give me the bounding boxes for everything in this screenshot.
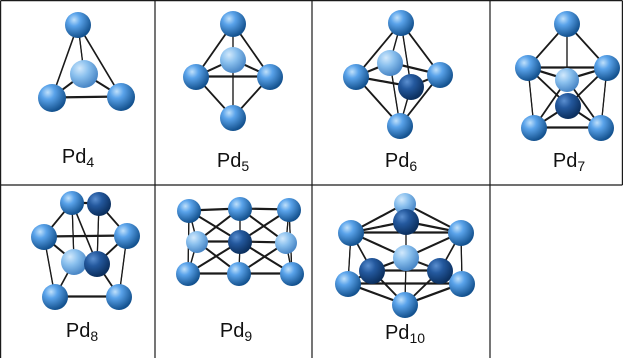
cluster-label-pd8: Pd8 — [22, 320, 142, 344]
atom — [220, 105, 246, 131]
pentagonal-bipyramid-cluster-icon — [515, 11, 620, 141]
atom — [220, 47, 246, 73]
atom — [257, 64, 283, 90]
atom — [515, 55, 541, 81]
atom — [70, 60, 98, 88]
atom — [114, 223, 140, 249]
atom-count: 7 — [577, 158, 586, 174]
atom — [277, 198, 301, 222]
cluster-label-pd9: Pd9 — [176, 320, 296, 344]
bond-highlight — [77, 23, 122, 97]
atom — [176, 262, 200, 286]
atom — [594, 55, 620, 81]
atom — [61, 249, 87, 275]
atom — [275, 232, 297, 254]
atom — [106, 284, 132, 310]
atom — [449, 271, 475, 297]
trigonal-bipyramid-cluster-icon — [183, 11, 283, 131]
atom — [84, 251, 110, 277]
atom — [338, 220, 364, 246]
atom — [31, 224, 57, 250]
atom — [228, 230, 252, 254]
atom — [394, 193, 416, 215]
atom-count: 10 — [409, 330, 426, 346]
atom-count: 9 — [244, 328, 253, 344]
cluster-label-pd5: Pd5 — [173, 150, 293, 174]
atom — [65, 12, 91, 38]
atom — [343, 64, 369, 90]
bond-highlight — [43, 234, 128, 237]
atom — [186, 231, 208, 253]
atom — [393, 209, 419, 235]
atom — [177, 199, 201, 223]
atom — [359, 258, 385, 284]
atom — [228, 197, 252, 221]
cluster-label-pd10: Pd10 — [345, 322, 465, 346]
element-symbol: Pd — [219, 320, 245, 342]
octahedron-cluster-icon — [343, 10, 453, 139]
atom — [554, 11, 580, 37]
atom — [60, 191, 84, 215]
atom — [427, 258, 453, 284]
cluster-label-pd7: Pd7 — [509, 150, 623, 174]
atom — [392, 292, 418, 318]
atom — [555, 93, 581, 119]
atom — [588, 115, 614, 141]
element-symbol: Pd — [61, 146, 87, 168]
capped-cluster-8-icon — [31, 191, 140, 310]
atom-count: 5 — [241, 158, 250, 174]
atom — [388, 10, 414, 36]
tetrahedron-cluster-icon — [38, 12, 135, 112]
atom — [280, 262, 304, 286]
cluster-10-icon — [335, 193, 475, 318]
bond — [43, 235, 128, 238]
atom — [393, 245, 419, 271]
element-symbol: Pd — [384, 322, 410, 344]
atom — [521, 115, 547, 141]
atom — [335, 271, 361, 297]
prism-cluster-9-icon — [176, 197, 304, 286]
element-symbol: Pd — [552, 150, 578, 172]
element-symbol: Pd — [384, 150, 410, 172]
atom — [448, 220, 474, 246]
atom — [398, 74, 424, 100]
atom-count: 6 — [409, 158, 418, 174]
atom — [38, 84, 66, 112]
atom — [87, 192, 111, 216]
atom — [183, 64, 209, 90]
atom-count: 4 — [86, 154, 95, 170]
atom — [555, 68, 579, 92]
atom — [220, 11, 246, 37]
atom — [387, 113, 413, 139]
atom — [42, 284, 68, 310]
element-symbol: Pd — [65, 320, 91, 342]
cluster-label-pd4: Pd4 — [18, 146, 138, 170]
cluster-label-pd6: Pd6 — [341, 150, 461, 174]
atom — [377, 50, 403, 76]
atom — [107, 83, 135, 111]
atom — [227, 262, 251, 286]
atom-count: 8 — [90, 328, 99, 344]
element-symbol: Pd — [216, 150, 242, 172]
atom — [427, 62, 453, 88]
